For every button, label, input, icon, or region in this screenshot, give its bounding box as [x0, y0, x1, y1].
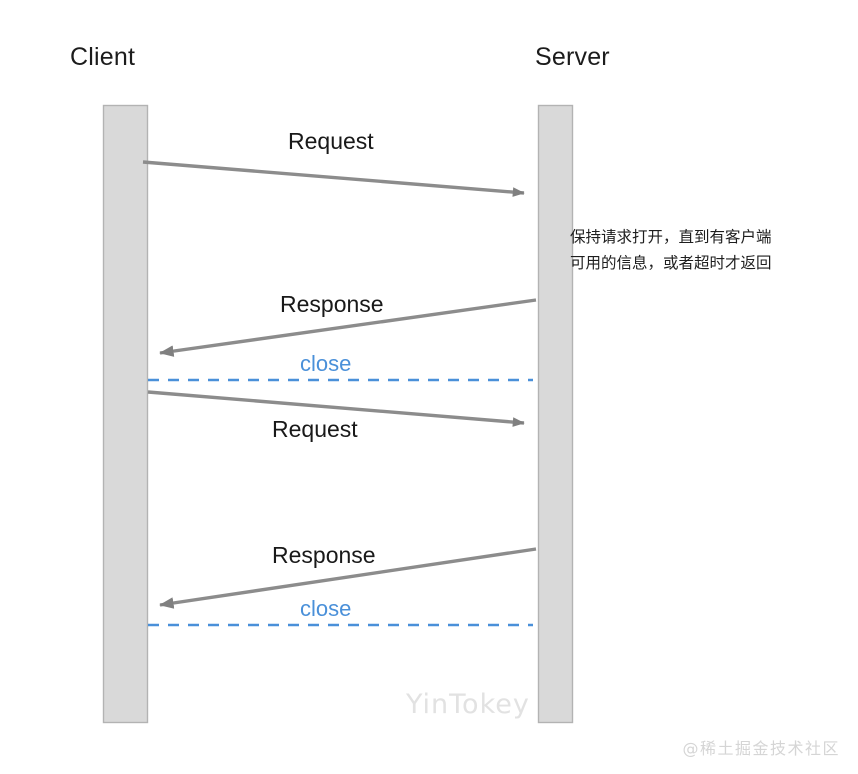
- message-arrow-response-2: [159, 547, 537, 609]
- message-label-response-1: Response: [280, 291, 384, 317]
- lifeline-bar-client: [102, 104, 149, 724]
- message-label-request-1: Request: [288, 128, 374, 154]
- message-arrow-response-1: [159, 298, 537, 357]
- server-side-note: 保持请求打开，直到有客户端 可用的信息，或者超时才返回: [570, 228, 772, 272]
- lifeline-title-client: Client: [70, 43, 136, 71]
- message-label-response-2: Response: [272, 542, 376, 568]
- lifeline-bar-server: [537, 104, 574, 724]
- watermark-corner: @稀土掘金技术社区: [682, 739, 840, 758]
- message-label-request-2: Request: [272, 416, 358, 442]
- close-label-1: close: [300, 351, 352, 376]
- message-arrow-request-1: [142, 160, 525, 197]
- message-arrow-request-2: [147, 390, 525, 427]
- close-label-2: close: [300, 596, 352, 621]
- watermark-center: YinTokey: [406, 689, 530, 720]
- lifeline-title-server: Server: [535, 43, 610, 71]
